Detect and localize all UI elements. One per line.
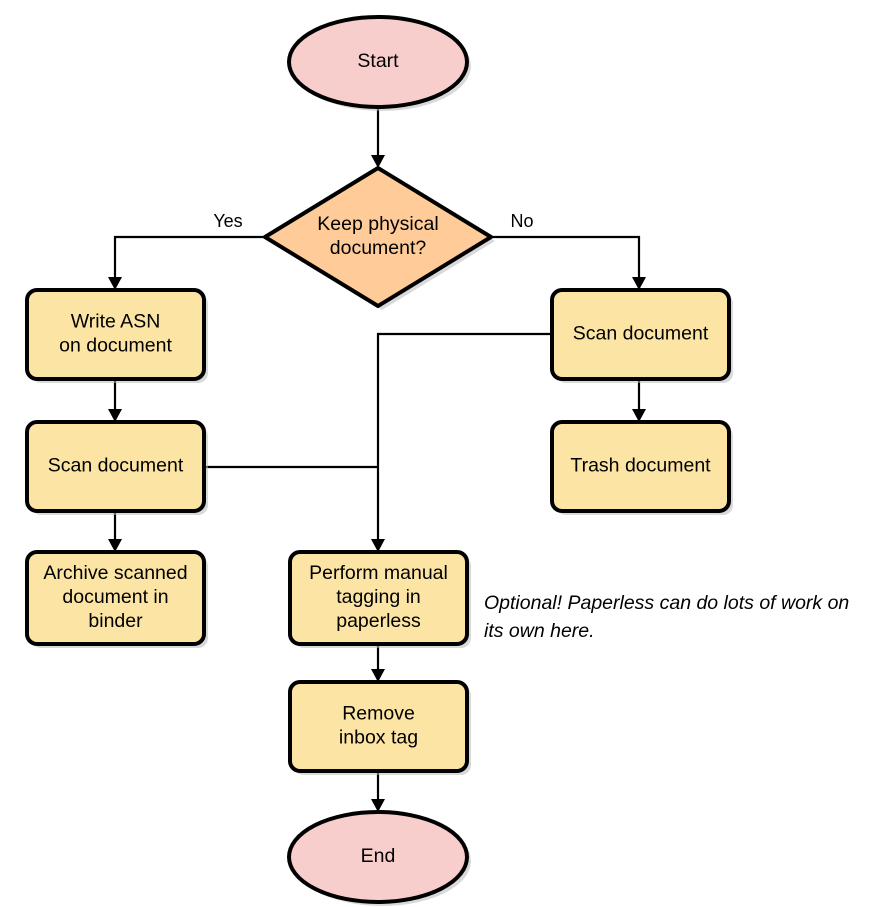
node-scan-document-left[interactable]: Scan document (25, 420, 208, 515)
node-label: paperless (336, 610, 421, 632)
edge-decision-yes-to-write-asn: Yes (108, 211, 265, 290)
node-label: Remove (342, 703, 415, 725)
node-shape[interactable] (288, 680, 469, 773)
edges-layer: Yes No (108, 107, 646, 812)
node-label: Perform manual (309, 562, 448, 584)
arrowhead-icon (371, 539, 385, 552)
edge-remove-inbox-tag-to-end (371, 771, 385, 812)
edge-tagging-to-remove-inbox-tag (371, 644, 385, 682)
edge-line (376, 332, 552, 546)
annotation-line: Optional! Paperless can do lots of work … (484, 592, 849, 614)
arrowhead-icon (371, 799, 385, 812)
arrowhead-icon (632, 409, 646, 422)
arrowhead-icon (371, 669, 385, 682)
edge-scan-right-to-trash (632, 379, 646, 422)
edge-line (491, 235, 641, 284)
node-label: inbox tag (339, 727, 418, 749)
node-shape[interactable] (25, 288, 206, 381)
node-label: Scan document (573, 323, 709, 345)
node-label: Write ASN (71, 311, 161, 333)
node-label: Archive scanned (43, 562, 187, 584)
annotation-optional-note: Optional! Paperless can do lots of work … (484, 592, 849, 642)
node-shape[interactable] (550, 420, 731, 513)
edge-decision-no-to-scan-right: No (491, 211, 646, 290)
edge-line (113, 235, 265, 284)
arrowhead-icon (108, 409, 122, 422)
edge-label-decision-no-to-scan-right: No (510, 211, 533, 231)
node-shape[interactable] (263, 166, 493, 308)
edge-write-asn-to-scan-left (108, 379, 122, 422)
node-label: tagging in (336, 586, 421, 608)
node-shape[interactable] (288, 550, 469, 646)
node-scan-document-right[interactable]: Scan document (550, 288, 733, 383)
node-shape[interactable] (25, 420, 206, 513)
node-label: Keep physical (317, 213, 438, 235)
edge-scan-right-to-tagging (371, 332, 552, 552)
arrowhead-icon (632, 277, 646, 290)
node-label: on document (59, 335, 172, 357)
node-shape[interactable] (550, 288, 731, 381)
edge-scan-left-to-archive (108, 511, 122, 552)
node-label: document in (62, 586, 168, 608)
node-shape[interactable] (287, 15, 469, 109)
node-shape[interactable] (25, 550, 206, 646)
node-trash-document[interactable]: Trash document (550, 420, 733, 515)
node-label: Start (357, 50, 399, 72)
node-label: End (361, 845, 396, 867)
node-start[interactable]: Start (287, 15, 471, 111)
annotation-line: its own here. (484, 620, 595, 642)
node-label: Trash document (570, 455, 711, 477)
node-end[interactable]: End (287, 810, 471, 906)
node-label: Scan document (48, 455, 184, 477)
node-label: binder (88, 610, 143, 632)
annotations-layer: Optional! Paperless can do lots of work … (484, 592, 849, 642)
edge-start-to-decision (371, 107, 385, 168)
arrowhead-icon (371, 155, 385, 168)
arrowhead-icon (108, 277, 122, 290)
edge-label-decision-yes-to-write-asn: Yes (213, 211, 242, 231)
arrowhead-icon (108, 539, 122, 552)
node-shape[interactable] (287, 810, 469, 904)
node-label: document? (330, 237, 427, 259)
